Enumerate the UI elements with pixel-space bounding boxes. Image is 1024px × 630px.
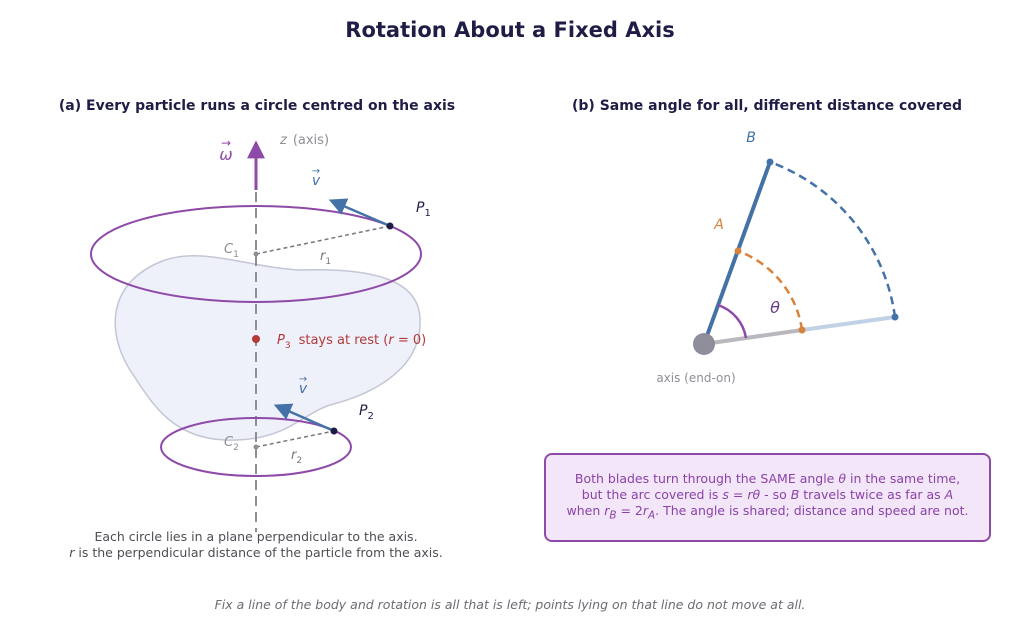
particle-p2-dot <box>330 427 338 435</box>
label-a: A <box>713 217 724 233</box>
v-label-p1: v <box>312 173 321 189</box>
particle-p3-dot <box>252 335 260 343</box>
radius-r2-line <box>255 430 335 448</box>
arc-b <box>769 160 897 318</box>
point-b-initial <box>891 313 899 321</box>
axis-end-on-label: axis (end-on) <box>656 371 735 385</box>
theta-label: θ <box>770 298 780 317</box>
omega-label: ω <box>219 145 232 164</box>
label-b: B <box>746 130 756 146</box>
velocity-arrow-p2 <box>273 403 335 433</box>
center-c1-dot <box>253 251 259 257</box>
circle-p1 <box>90 205 422 303</box>
r2-label: r2 <box>291 448 302 466</box>
panel-a-heading: (a) Every particle runs a circle centred… <box>59 98 455 114</box>
particle-p1-dot <box>386 222 394 230</box>
c1-label: C1 <box>224 242 239 260</box>
initial-blade-outer <box>801 315 896 332</box>
point-a-initial <box>798 326 806 334</box>
point-b <box>766 158 774 166</box>
rigid-body-blob <box>114 255 421 441</box>
info-line-2: but the arc covered is s = rθ - so B tra… <box>581 487 954 503</box>
panel-b-heading: (b) Same angle for all, different distan… <box>572 98 962 114</box>
info-line-1: Both blades turn through the SAME angle … <box>574 471 961 487</box>
v-accent-p1: → <box>312 166 320 177</box>
v-label-p2: v <box>299 381 308 397</box>
radius-r1-line <box>255 225 391 255</box>
theta-arc <box>717 303 748 339</box>
velocity-arrow-p1 <box>328 198 391 228</box>
info-box: Both blades turn through the SAME angle … <box>544 453 991 542</box>
r1-label: r1 <box>320 249 331 267</box>
footer-note: Fix a line of the body and rotation is a… <box>215 597 806 612</box>
p2-label: P2 <box>359 403 374 422</box>
center-c2-dot <box>253 444 259 450</box>
page-title: Rotation About a Fixed Axis <box>345 18 674 42</box>
arc-a <box>737 249 804 331</box>
omega-vector-accent: → <box>221 136 231 150</box>
c2-label: C2 <box>224 435 239 453</box>
v-accent-p2: → <box>299 374 307 385</box>
point-a <box>734 247 742 255</box>
info-line-3: when rB = 2rA. The angle is shared; dist… <box>566 503 969 522</box>
initial-blade-inner <box>703 328 803 346</box>
p1-label: P1 <box>416 200 431 219</box>
circle-p2 <box>160 417 352 477</box>
axis-pivot <box>693 333 715 355</box>
panel-a-caption-line1: Each circle lies in a plane perpendicula… <box>94 529 417 544</box>
panel-a-caption-line2: r is the perpendicular distance of the p… <box>69 545 442 560</box>
axis-label: z(axis) <box>279 133 329 148</box>
